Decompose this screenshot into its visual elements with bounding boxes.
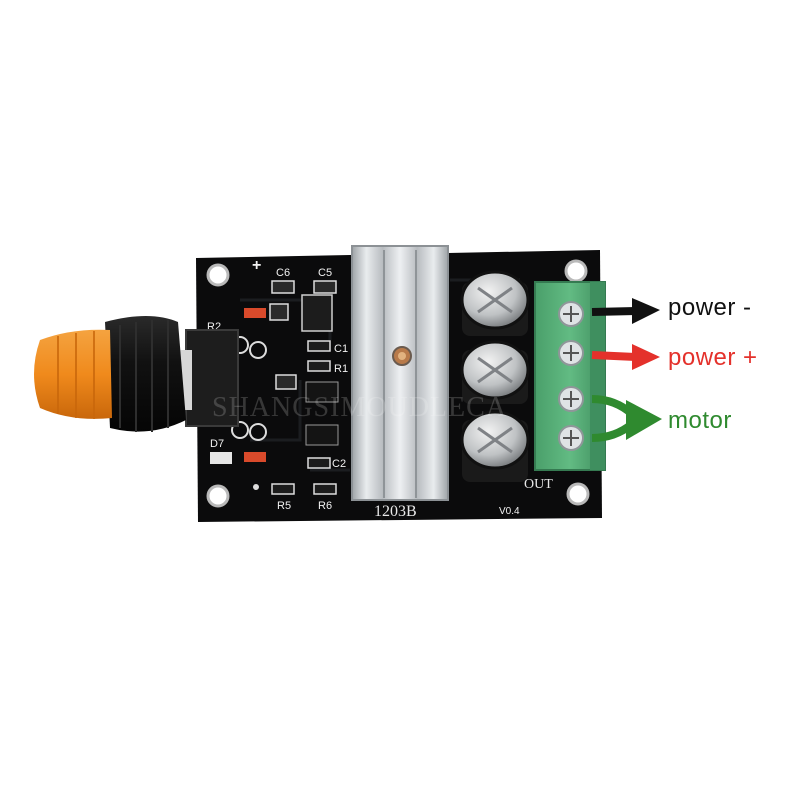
output-label: OUT bbox=[524, 477, 553, 492]
board-version: V0.4 bbox=[499, 506, 520, 517]
capacitor bbox=[460, 270, 530, 336]
silk-c1: C1 bbox=[334, 343, 348, 355]
capacitor bbox=[460, 340, 530, 404]
silk-c5: C5 bbox=[318, 267, 332, 279]
mounting-hole bbox=[206, 263, 230, 287]
silk-c2: C2 bbox=[332, 458, 346, 470]
silk-r5: R5 bbox=[277, 500, 291, 512]
silk-c6: C6 bbox=[276, 267, 290, 279]
smd-components bbox=[210, 280, 339, 495]
silk-r6: R6 bbox=[318, 500, 332, 512]
potentiometer bbox=[34, 316, 239, 432]
power-minus-label: power - bbox=[668, 294, 752, 321]
power-plus-label: power + bbox=[668, 344, 758, 371]
knob-cap bbox=[34, 329, 112, 419]
silkscreen-labels: + C6 C5 R2 C1 R1 D7 C2 R5 R6 1203B V0.4 … bbox=[207, 257, 553, 520]
mounting-hole bbox=[206, 484, 230, 508]
plus-mark: + bbox=[252, 257, 261, 274]
electrolytic-capacitors bbox=[460, 270, 530, 482]
silk-d7: D7 bbox=[210, 438, 224, 450]
watermark-text: SHANGSIMOUDLECA bbox=[212, 392, 508, 423]
mounting-hole bbox=[564, 259, 588, 283]
motor-arrow bbox=[591, 395, 662, 442]
knob-body bbox=[105, 316, 186, 432]
power-plus-arrow bbox=[591, 344, 660, 370]
heatsink bbox=[351, 245, 449, 501]
motor-label: motor bbox=[668, 407, 732, 434]
mounting-hole bbox=[566, 482, 590, 506]
annotation-arrows bbox=[591, 298, 662, 442]
screw-terminal-block bbox=[534, 281, 606, 471]
power-minus-arrow bbox=[591, 298, 660, 324]
silk-r1: R1 bbox=[334, 363, 348, 375]
capacitor bbox=[460, 410, 530, 482]
board-model: 1203B bbox=[374, 503, 417, 520]
